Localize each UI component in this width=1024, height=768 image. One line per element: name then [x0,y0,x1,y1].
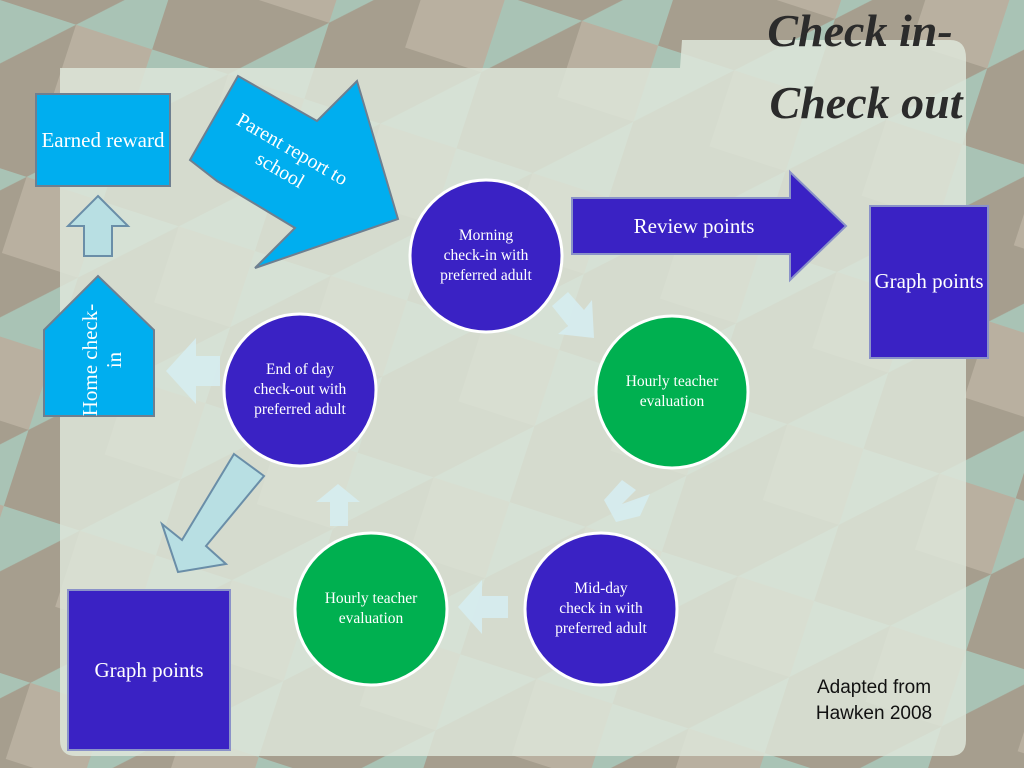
cycle-label-hourly-1: Hourly teacher evaluation [625,372,719,410]
cycle-label-midday: Mid-day check in with preferred adult [555,579,647,638]
graph-points-bottom-box [67,589,231,751]
credit-line-2: Hawken 2008 [816,703,932,724]
cycle-node-hourly-2 [293,531,449,687]
earned-reward-box [35,93,171,187]
home-checkin-shape [43,274,155,417]
cycle-arrow-1-icon [552,292,594,338]
graph-points-bottom-label: Graph points [94,657,204,682]
cycle-node-midday [523,531,679,687]
cycle-node-end-of-day [222,312,378,468]
cycle-arrow-5-icon [166,338,220,404]
cycle-label-end-of-day: End of day check-out with preferred adul… [253,360,347,419]
down-left-arrow-icon [159,452,266,574]
earned-reward-label: Earned reward [41,127,165,152]
graph-points-right-label: Graph points [874,269,984,294]
graph-points-right-box [869,205,989,359]
cycle-label-morning: Morning check-in with preferred adult [440,226,532,285]
cycle-arrow-4-icon [316,484,360,526]
review-points-label: Review points [633,213,755,238]
credit-line-1: Adapted from [817,677,931,698]
cycle-arrow-3-icon [458,580,508,634]
up-arrow-icon [65,194,131,257]
cycle-arrow-2-icon [604,480,650,522]
cycle-node-morning [408,178,564,334]
cycle-label-hourly-2: Hourly teacher evaluation [324,589,418,627]
title-line-2: Check out [770,77,964,128]
title-line-1: Check in- [767,5,952,56]
home-checkin-label: Home check-in [77,303,126,417]
review-points-arrow-icon [571,169,848,283]
parent-report-arrow-icon [188,74,400,269]
cycle-node-hourly-1 [594,314,750,470]
